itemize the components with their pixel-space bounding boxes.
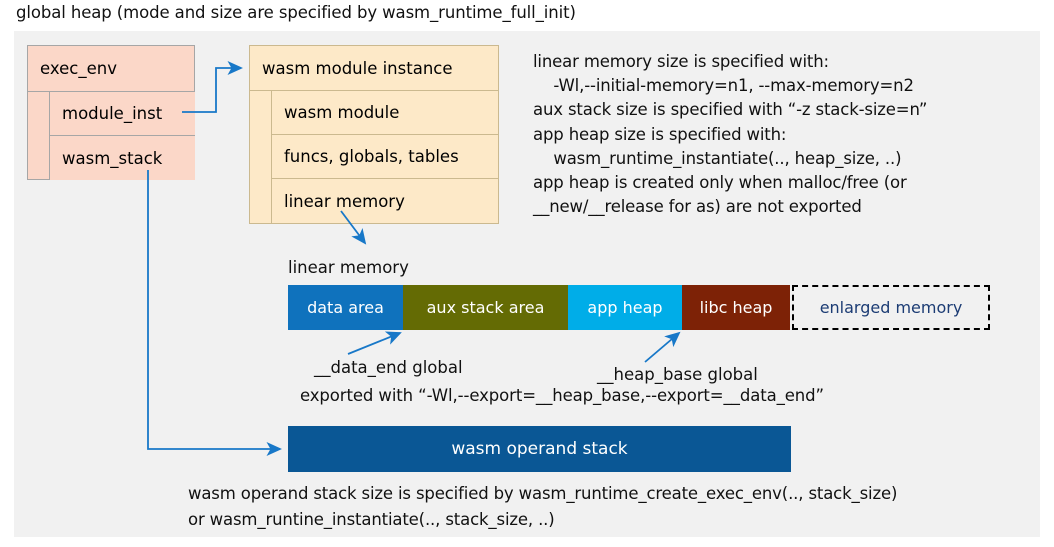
memory-segment-data-area: data area — [288, 285, 403, 330]
exec-env-field-module-inst: module_inst — [50, 92, 195, 136]
memory-segment-libc-heap: libc heap — [682, 285, 790, 330]
exec-env-header: exec_env — [28, 46, 194, 92]
data-end-annotation: __data_end global — [314, 358, 463, 377]
memory-segment-app-heap: app heap — [568, 285, 682, 330]
exec-env-indent-column — [28, 92, 50, 180]
module-instance-field-funcs-globals-tables: funcs, globals, tables — [272, 135, 498, 179]
wasm-operand-stack-bar: wasm operand stack — [288, 426, 791, 472]
exec-env-box: exec_env module_inst wasm_stack — [27, 45, 195, 180]
module-instance-field-wasm-module: wasm module — [272, 91, 498, 135]
linear-memory-bar-label: linear memory — [288, 258, 409, 277]
exec-env-field-wasm-stack: wasm_stack — [50, 136, 195, 180]
module-instance-header: wasm module instance — [250, 46, 498, 91]
heap-base-annotation: __heap_base global — [597, 365, 758, 384]
module-instance-indent-column — [250, 91, 272, 223]
wasm-module-instance-box: wasm module instance wasm module funcs, … — [249, 45, 499, 224]
operand-stack-note: wasm operand stack size is specified by … — [188, 484, 898, 529]
memory-segment-enlarged-memory: enlarged memory — [792, 285, 990, 330]
page-title: global heap (mode and size are specified… — [16, 3, 576, 22]
linear-memory-notes: linear memory size is specified with: -W… — [533, 52, 928, 217]
exported-with-annotation: exported with “-Wl,--export=__heap_base,… — [300, 386, 824, 405]
module-instance-field-linear-memory: linear memory — [284, 191, 405, 211]
memory-segment-aux-stack-area: aux stack area — [403, 285, 568, 330]
